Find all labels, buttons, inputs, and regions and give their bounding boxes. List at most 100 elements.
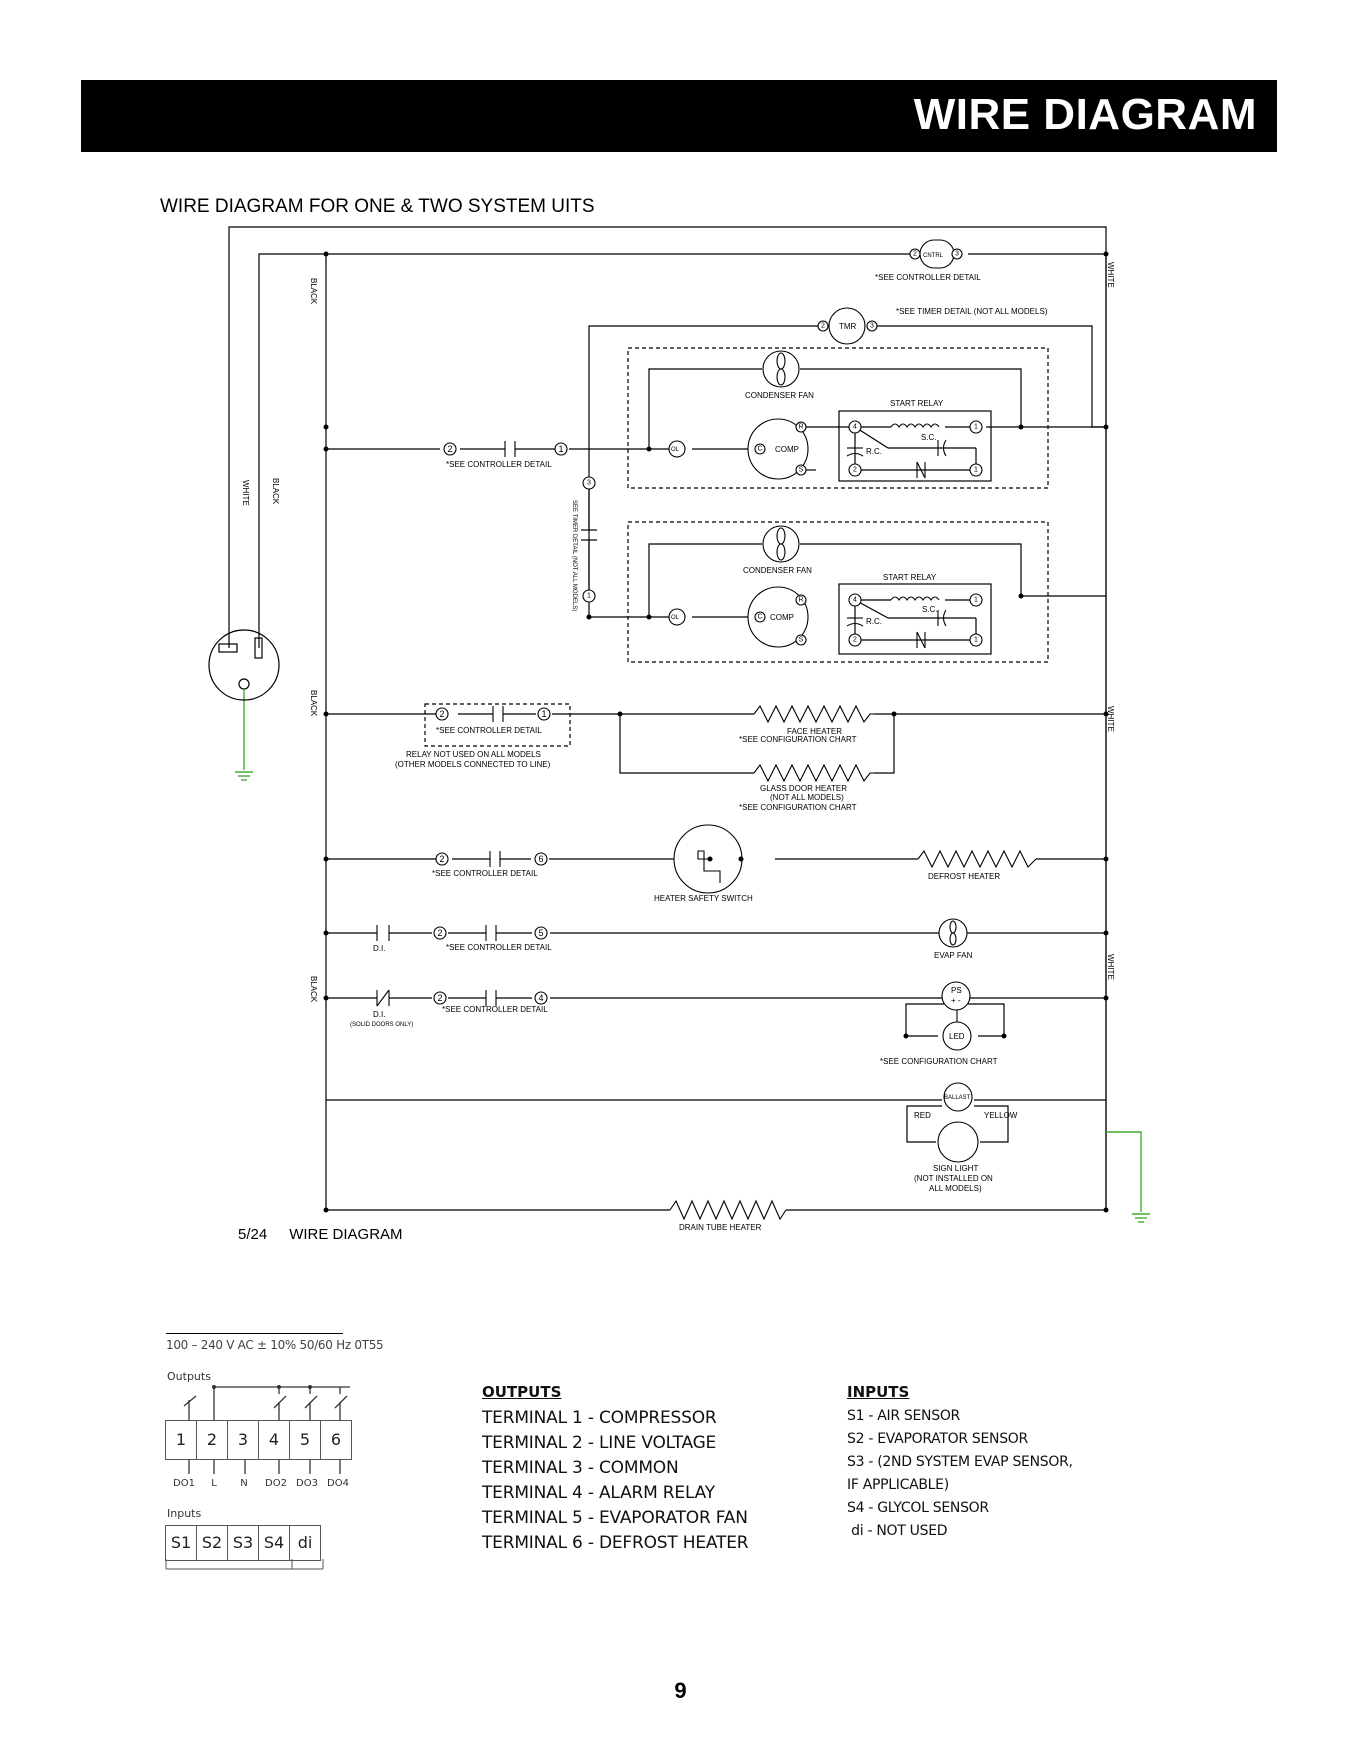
glass-door-not-all: (NOT ALL MODELS): [770, 793, 844, 802]
other-models: (OTHER MODELS CONNECTED TO LINE): [395, 760, 551, 769]
ps-label: PS: [951, 986, 962, 995]
condenser-fan-1-icon: [762, 350, 800, 388]
relay4-pin-2: 2: [437, 928, 442, 938]
junction-dots: [323, 251, 1109, 1213]
wire-black-label-3: BLACK: [309, 690, 318, 717]
output-terminal-3: 3: [228, 1421, 259, 1459]
outputs-title: OUTPUTS: [482, 1383, 562, 1401]
tmr-pin-3: 3: [870, 323, 874, 330]
rc1-label: R.C.: [866, 447, 882, 456]
output-terminal-4: 4: [259, 1421, 290, 1459]
input-terminal-block: S1 S2 S3 S4 di: [165, 1525, 321, 1561]
terminal-label-l: L: [211, 1478, 217, 1489]
output-terminal-block: 1 2 3 4 5 6: [165, 1420, 352, 1460]
relay5-pin-4: 4: [538, 993, 543, 1003]
sr1-pin-1b: 1: [974, 467, 978, 474]
ol1-label: OL: [671, 447, 680, 453]
sr1-pin-2: 2: [853, 467, 857, 474]
tmr-see-detail: *SEE TIMER DETAIL (NOT ALL MODELS): [896, 307, 1048, 316]
input-terminal-bracket: [165, 1559, 324, 1570]
cntrl-see-detail: *SEE CONTROLLER DETAIL: [875, 273, 981, 282]
glass-door-config: *SEE CONFIGURATION CHART: [739, 803, 857, 812]
cntrl-pin-2: 2: [913, 251, 917, 258]
output-item-6: TERMINAL 6 - DEFROST HEATER: [482, 1533, 749, 1553]
terminal-label-do3: DO3: [296, 1478, 318, 1489]
controller-symbol: [909, 239, 963, 269]
comp1-pin-r: R: [798, 424, 803, 431]
wire-black-label-4: BLACK: [309, 976, 318, 1003]
relay3-pin-6: 6: [538, 854, 543, 864]
condenser-fan-1-label: CONDENSER FAN: [745, 391, 814, 400]
wire-white-label-4: WHITE: [1106, 954, 1115, 980]
sr2-pin-4: 4: [853, 597, 857, 604]
di-1-label: D.I.: [373, 944, 385, 953]
output-item-1: TERMINAL 1 - COMPRESSOR: [482, 1408, 717, 1428]
start-relay-2-label: START RELAY: [883, 573, 937, 582]
wire-white-label-3: WHITE: [1106, 706, 1115, 732]
wire-black-label-1: BLACK: [309, 278, 318, 305]
relay1-pin-1: 1: [558, 444, 563, 454]
comp2-pin-r: R: [798, 597, 803, 604]
ballast-label: BALLAST: [944, 1095, 971, 1101]
diagram-subtitle: WIRE DIAGRAM FOR ONE & TWO SYSTEM UITS: [160, 196, 595, 217]
input-item-2: S2 - EVAPORATOR SENSOR: [847, 1431, 1028, 1447]
comp2-pin-s: S: [799, 637, 804, 644]
face-heater-label: FACE HEATER: [787, 727, 842, 736]
compressor-1-label: COMP: [775, 445, 799, 454]
ground-wires: [235, 690, 1150, 1223]
caption-code: 5/24: [238, 1226, 268, 1243]
controller-spec: 100 – 240 V AC ± 10% 50/60 Hz 0T55: [166, 1338, 384, 1352]
tmr-pin-2: 2: [821, 323, 825, 330]
comp1-pin-s: S: [799, 467, 804, 474]
heater-safety-switch-label: HEATER SAFETY SWITCH: [654, 894, 753, 903]
relay5-see-detail: *SEE CONTROLLER DETAIL: [442, 1005, 548, 1014]
drain-tube-heater-icon: [669, 1199, 787, 1221]
inputs-legend: INPUTS S1 - AIR SENSOR S2 - EVAPORATOR S…: [847, 1383, 1073, 1543]
all-models: ALL MODELS): [929, 1184, 982, 1193]
timer-see-detail-vertical: SEE TIMER DETAIL (NOT ALL MODELS): [571, 500, 577, 611]
controller-outputs-label: Outputs: [167, 1370, 211, 1383]
terminal-label-n: N: [240, 1478, 248, 1489]
ol2-label: OL: [671, 615, 680, 621]
inputs-title: INPUTS: [847, 1383, 910, 1401]
ballast-icon: [943, 1082, 973, 1112]
caption-text: WIRE DIAGRAM: [289, 1226, 403, 1243]
di-2-label: D.I.: [373, 1010, 385, 1019]
wire-outer-black: [258, 253, 326, 648]
power-supply-icon: [941, 981, 971, 1011]
header-bar: WIRE DIAGRAM: [81, 80, 1277, 152]
input-item-4: IF APPLICABLE): [847, 1477, 949, 1493]
terminal-label-do1: DO1: [173, 1478, 195, 1489]
sign-light-icon: [937, 1121, 979, 1163]
led-label: LED: [949, 1032, 965, 1041]
input-item-6: di - NOT USED: [847, 1523, 948, 1539]
relay2-pin-1: 1: [541, 709, 546, 719]
output-item-3: TERMINAL 3 - COMMON: [482, 1458, 679, 1478]
yellow-label: YELLOW: [984, 1111, 1018, 1120]
input-terminal-s4: S4: [259, 1526, 290, 1560]
start-relay-1-label: START RELAY: [890, 399, 944, 408]
face-heater-config: *SEE CONFIGURATION CHART: [739, 735, 857, 744]
sc1-label: S.C.: [921, 433, 937, 442]
power-plug: [208, 629, 280, 701]
outputs-terminal-diagram: [183, 1385, 350, 1474]
relay4-pin-5: 5: [538, 928, 543, 938]
controller-inputs-label: Inputs: [167, 1507, 202, 1520]
glass-door-heater-label: GLASS DOOR HEATER: [760, 784, 847, 793]
drain-tube-heater-label: DRAIN TUBE HEATER: [679, 1223, 762, 1232]
comp2-pin-c: C: [757, 614, 762, 621]
compressor-2-icon: [747, 586, 809, 648]
relay5-pin-2: 2: [437, 993, 442, 1003]
input-terminal-s2: S2: [197, 1526, 228, 1560]
led-config: *SEE CONFIGURATION CHART: [880, 1057, 998, 1066]
input-item-3: S3 - (2ND SYSTEM EVAP SENSOR,: [847, 1454, 1073, 1470]
sr2-pin-1a: 1: [974, 597, 978, 604]
output-terminal-1: 1: [166, 1421, 197, 1459]
relay-not-used: RELAY NOT USED ON ALL MODELS: [406, 750, 541, 759]
timer-pin-1: 1: [587, 593, 591, 600]
wire-white-label-1: WHITE: [1106, 262, 1115, 288]
solid-doors-only: (SOLID DOORS ONLY): [350, 1022, 413, 1028]
diagram-caption: 5/24 WIRE DIAGRAM: [238, 1226, 425, 1243]
input-terminal-s1: S1: [166, 1526, 197, 1560]
